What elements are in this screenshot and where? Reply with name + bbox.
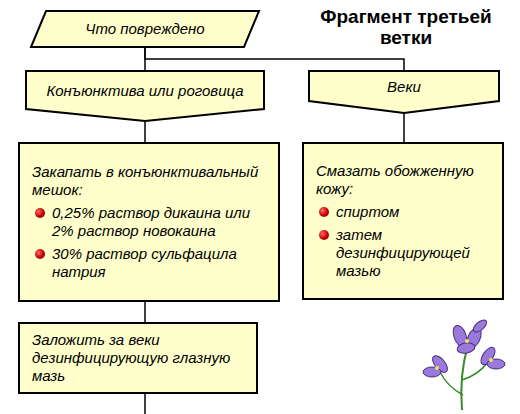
- bullet-text: 30% раствор сульфацила натрия: [52, 245, 237, 280]
- connector-line: [144, 122, 146, 142]
- flower-illustration: [423, 318, 505, 410]
- node-text: Закапать в конъюнктивальный мешок:: [32, 163, 268, 199]
- case-box: Веки: [308, 70, 500, 114]
- bullet-dot: [319, 230, 329, 240]
- bullet-item: 30% раствор сульфацила натрия: [32, 245, 268, 281]
- process-box: Смазать обожженную кожу: спиртом затем дез…: [302, 142, 504, 300]
- bullet-item: затем дезинфицирующей мазью: [316, 226, 492, 280]
- node-content: Веки: [308, 72, 500, 112]
- bullet-text: затем дезинфицирующей мазью: [336, 226, 470, 279]
- process-box: Закапать в конъюнктивальный мешок: 0,25% …: [18, 142, 280, 302]
- node-text: Веки: [318, 78, 490, 96]
- bullet-dot: [35, 208, 45, 218]
- process-box: Заложить за веки дезинфицирующую глазную…: [18, 322, 258, 394]
- connector-line: [144, 302, 146, 322]
- bullet-text: спиртом: [336, 203, 399, 220]
- diagram-title: Фрагмент третьей ветки: [306, 6, 506, 48]
- bullet-text: 0,25% раствор дикаина или 2% раствор нов…: [52, 204, 250, 239]
- node-text: Конъюнктива или роговица: [35, 82, 255, 100]
- bullet-dot: [35, 249, 45, 259]
- case-box: Конъюнктива или роговица: [25, 70, 265, 122]
- node-content: Заложить за веки дезинфицирующую глазную…: [20, 325, 256, 391]
- input-parallelogram: Что повреждено: [30, 10, 260, 48]
- node-content: Закапать в конъюнктивальный мешок: 0,25% …: [20, 155, 278, 289]
- node-text: Смазать обожженную кожу:: [316, 162, 492, 198]
- node-content: Конъюнктива или роговица: [25, 76, 265, 116]
- connector-line: [403, 114, 405, 142]
- node-text: Заложить за веки дезинфицирующую глазную…: [32, 331, 246, 385]
- node-text: Что повреждено: [52, 20, 238, 38]
- bullet-dot: [319, 207, 329, 217]
- bullet-item: 0,25% раствор дикаина или 2% раствор нов…: [32, 204, 268, 240]
- bullet-item: спиртом: [316, 203, 492, 221]
- node-content: Что повреждено: [30, 12, 260, 46]
- connector-line: [145, 48, 404, 70]
- node-content: Смазать обожженную кожу: спиртом затем дез…: [304, 154, 502, 288]
